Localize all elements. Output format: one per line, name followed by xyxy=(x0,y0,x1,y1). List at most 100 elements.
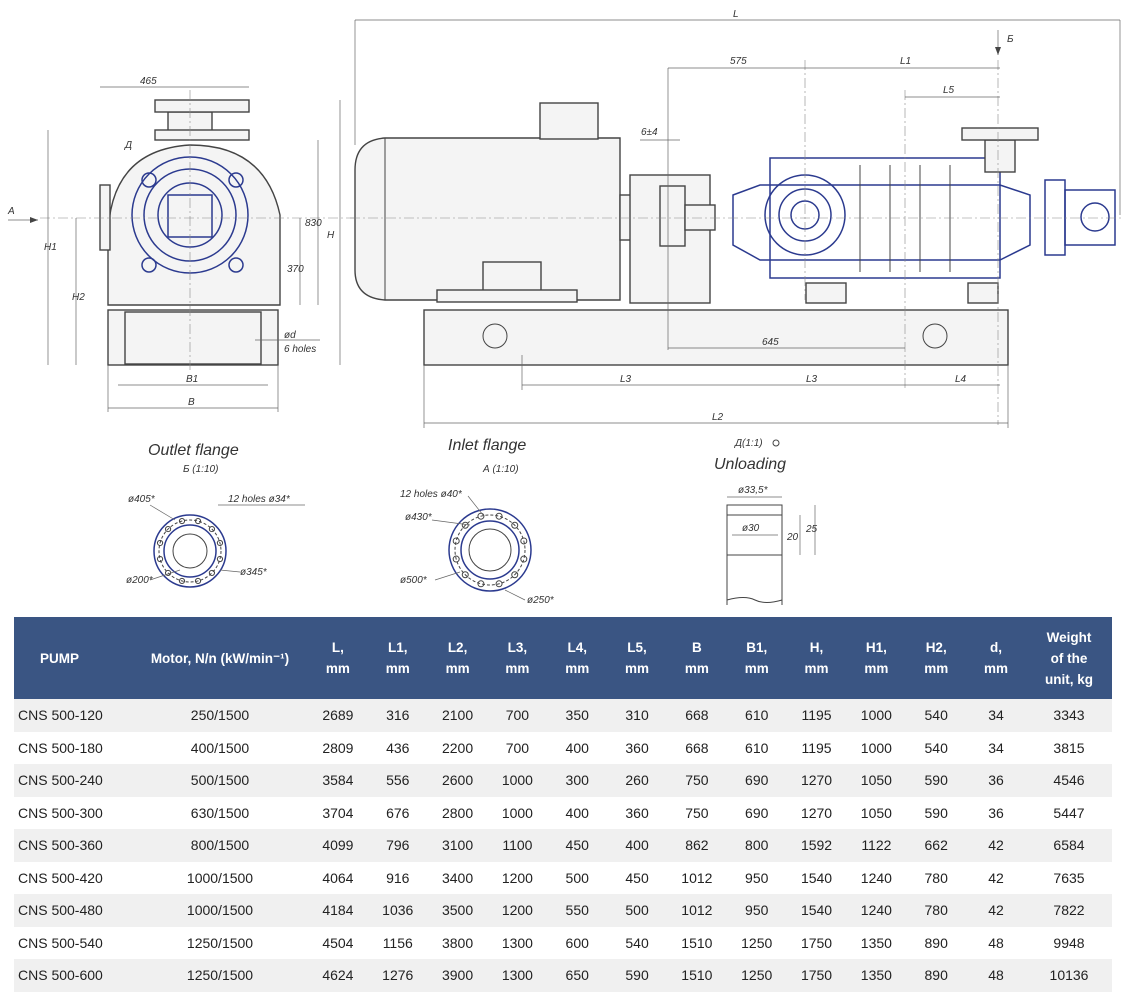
column-header-text: mm xyxy=(505,661,530,676)
table-cell: 5447 xyxy=(1026,796,1112,829)
table-cell: 540 xyxy=(906,731,967,764)
table-cell: 436 xyxy=(367,731,428,764)
table-cell: 540 xyxy=(607,926,667,959)
label-575: 575 xyxy=(730,56,747,67)
column-header-text: Motor, N/n (kW/min⁻¹) xyxy=(150,650,290,666)
outlet-d200: ø200* xyxy=(126,575,154,586)
column-header: H1,mm xyxy=(846,617,907,699)
table-cell: 1250 xyxy=(726,959,787,992)
table-cell: 400 xyxy=(607,829,667,862)
label-a: A xyxy=(7,206,15,217)
table-cell: CNS 500-360 xyxy=(14,829,132,862)
bolt-hole xyxy=(461,571,469,579)
bolt-hole xyxy=(208,525,216,533)
bolt-hole xyxy=(194,517,202,525)
table-cell: 1270 xyxy=(786,796,847,829)
table-cell: 1200 xyxy=(487,894,548,927)
table-cell: 2600 xyxy=(427,764,488,797)
inlet-d250: ø250* xyxy=(527,595,555,606)
table-cell: CNS 500-540 xyxy=(14,926,132,959)
table-cell: 1350 xyxy=(846,959,907,992)
inlet-d500: ø500* xyxy=(400,575,428,586)
inlet-holes-label: 12 holes ø40* xyxy=(400,489,463,500)
bolt-hole xyxy=(208,569,216,577)
column-header: B1,mm xyxy=(726,617,787,699)
label-l5: L5 xyxy=(943,85,955,96)
table-cell: 34 xyxy=(966,731,1026,764)
label-l: L xyxy=(733,9,739,20)
column-header-text: L3, xyxy=(507,640,528,655)
table-cell: 1195 xyxy=(786,731,847,764)
column-header-text: mm xyxy=(744,661,769,676)
table-cell: 668 xyxy=(666,699,727,732)
table-cell: 34 xyxy=(966,699,1026,732)
bolt-hole xyxy=(156,539,164,547)
table-cell: 1012 xyxy=(666,894,727,927)
label-h: H xyxy=(327,230,335,241)
table-cell: 1036 xyxy=(367,894,428,927)
table-cell: 950 xyxy=(726,894,787,927)
table-cell: 590 xyxy=(906,796,967,829)
table-cell: 3100 xyxy=(427,829,488,862)
table-cell: 360 xyxy=(607,731,667,764)
bolt-hole xyxy=(156,555,164,563)
table-cell: 1250/1500 xyxy=(132,959,308,992)
bolt-hole xyxy=(216,555,224,563)
table-cell: 3500 xyxy=(427,894,488,927)
bolt-hole xyxy=(495,512,503,520)
label-6x4: 6±4 xyxy=(641,127,658,138)
table-cell: 1750 xyxy=(786,926,847,959)
table-cell: 600 xyxy=(547,926,608,959)
table-cell: 1540 xyxy=(786,861,847,894)
table-cell: 3800 xyxy=(427,926,488,959)
label-h2: H2 xyxy=(72,292,85,303)
column-header-text: H2, xyxy=(925,640,947,655)
table-cell: 2689 xyxy=(308,699,368,732)
table-cell: 690 xyxy=(726,764,787,797)
table-cell: 260 xyxy=(607,764,667,797)
table-cell: 800 xyxy=(726,829,787,862)
table-cell: 1000/1500 xyxy=(132,861,308,894)
column-header-text: unit, kg xyxy=(1045,671,1093,687)
table-cell: 2200 xyxy=(427,731,488,764)
table-cell: 1100 xyxy=(487,829,548,862)
column-header: Motor, N/n (kW/min⁻¹) xyxy=(132,617,308,699)
table-cell: 780 xyxy=(906,861,967,894)
table-cell: 360 xyxy=(607,796,667,829)
label-645: 645 xyxy=(762,337,779,348)
table-cell: 3584 xyxy=(308,764,368,797)
bolt-hole xyxy=(216,539,224,547)
column-header: L3, mm xyxy=(487,617,548,699)
pump-dimension-drawing: .ln { stroke:#444; stroke-width:1; fill:… xyxy=(7,9,1122,606)
table-cell: 1250/1500 xyxy=(132,926,308,959)
table-cell: 2100 xyxy=(427,699,488,732)
table-cell: 1156 xyxy=(367,926,428,959)
table-cell: 690 xyxy=(726,796,787,829)
table-cell: 796 xyxy=(367,829,428,862)
label-d: Д xyxy=(124,140,132,151)
front-view xyxy=(8,86,360,412)
table-cell: CNS 500-180 xyxy=(14,731,132,764)
table-cell: 250/1500 xyxy=(132,699,308,732)
column-header-text: mm xyxy=(445,661,470,676)
unloading-25: 25 xyxy=(805,524,818,535)
column-header-text: of the xyxy=(1050,650,1088,666)
column-header: L1,mm xyxy=(367,617,428,699)
table-cell: 42 xyxy=(966,829,1026,862)
table-cell: 1240 xyxy=(846,861,907,894)
table-cell: 750 xyxy=(666,796,727,829)
table-cell: 610 xyxy=(726,699,787,732)
table-cell: 7635 xyxy=(1026,861,1112,894)
column-header-text: mm xyxy=(325,661,350,676)
unloading-drawing xyxy=(726,496,816,605)
column-header: L4,mm xyxy=(547,617,608,699)
column-header: d,mm xyxy=(966,617,1026,699)
table-cell: 950 xyxy=(726,861,787,894)
column-header-text: L2, xyxy=(447,640,468,655)
